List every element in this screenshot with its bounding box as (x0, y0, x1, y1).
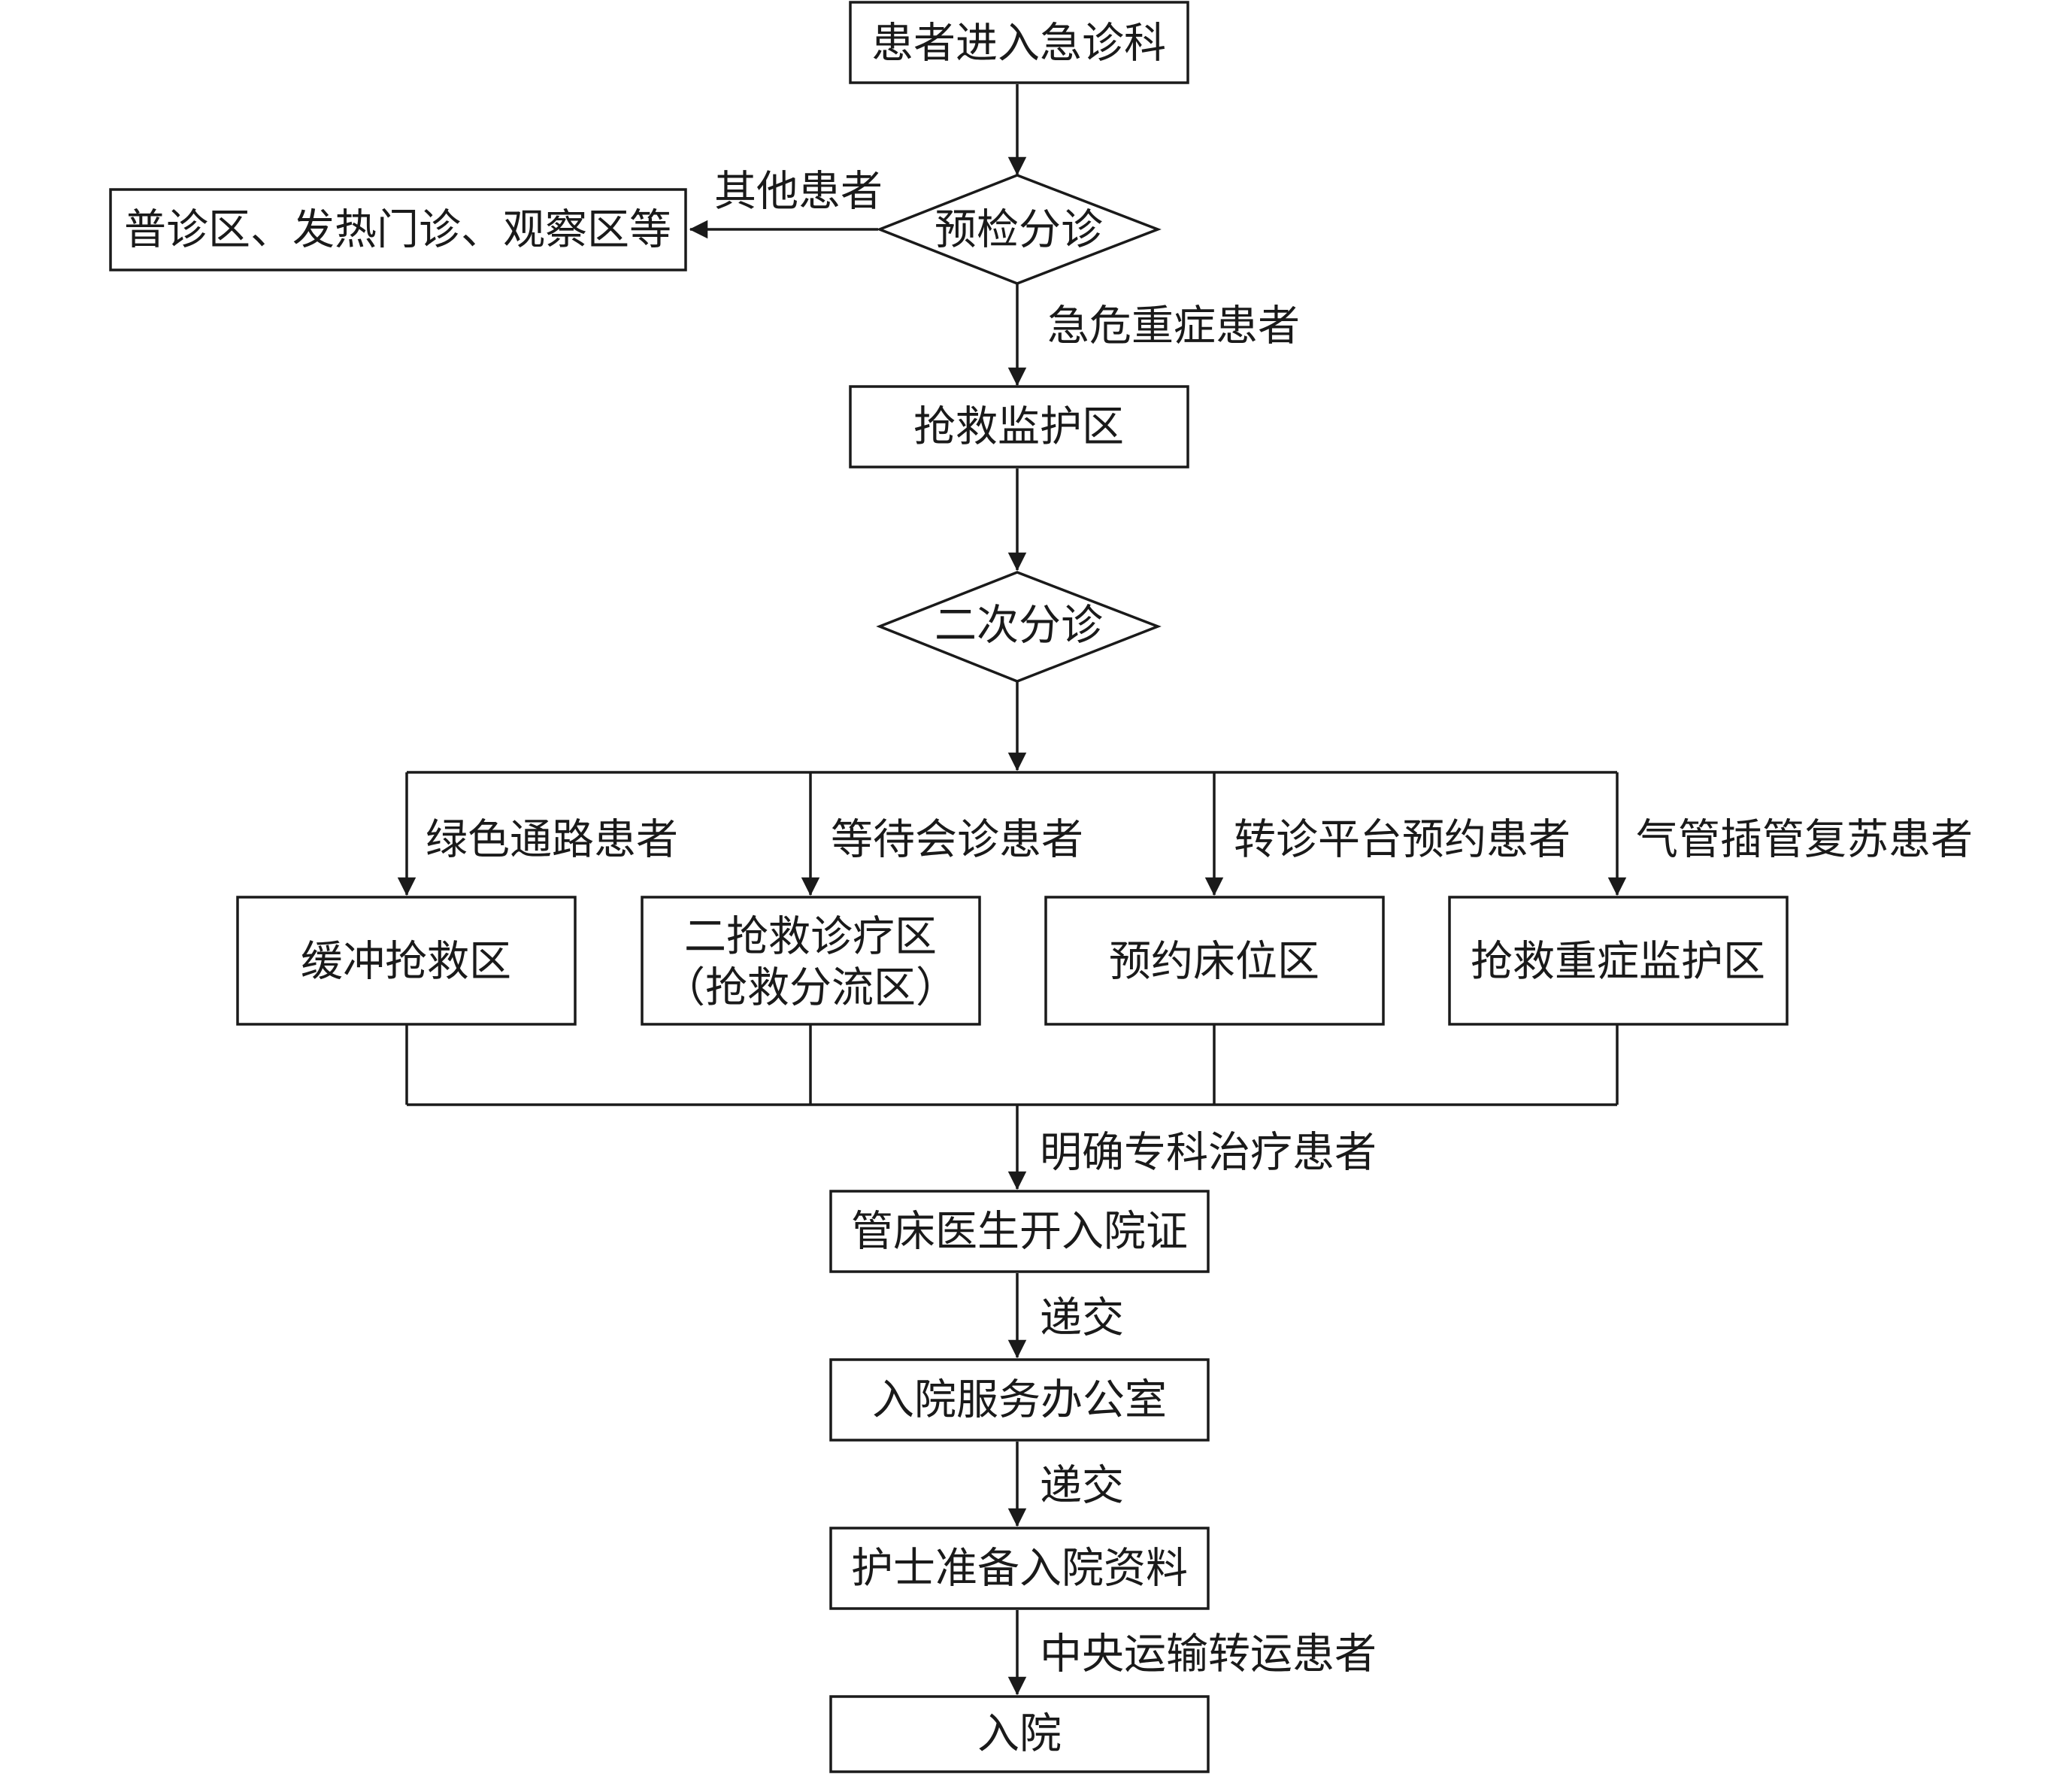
label-submit-1: 递交 (1040, 1294, 1124, 1343)
label-central-transport: 中央运输转运患者 (1040, 1630, 1377, 1679)
label-transfer-platform: 转诊平台预约患者 (1234, 816, 1571, 865)
label-green-channel: 绿色通路患者 (426, 816, 678, 865)
label-specialty-treatment: 明确专科治疗患者 (1040, 1129, 1377, 1178)
node-reserved-bed-label: 预约床位区 (1109, 938, 1319, 987)
node-enter-er: 患者进入急诊科 (849, 1, 1189, 84)
node-rescue-monitor: 抢救监护区 (849, 385, 1189, 469)
node-general-area: 普诊区、发热门诊、观察区等 (109, 188, 687, 271)
node-second-rescue: 二抢救诊疗区 （抢救分流区） (641, 896, 981, 1026)
node-reserved-bed: 预约床位区 (1044, 896, 1385, 1026)
node-admission-office: 入院服务办公室 (829, 1358, 1210, 1442)
node-general-area-label: 普诊区、发热门诊、观察区等 (124, 206, 671, 255)
node-second-rescue-label-line1: 二抢救诊疗区 (684, 913, 937, 962)
node-critical-care: 抢救重症监护区 (1448, 896, 1789, 1026)
node-buffer-rescue-label: 缓冲抢救区 (301, 938, 511, 987)
node-critical-care-label: 抢救重症监护区 (1471, 938, 1765, 987)
node-second-triage: 二次分诊 (876, 571, 1162, 683)
node-admitted-label: 入院 (977, 1710, 1062, 1759)
label-submit-2: 递交 (1040, 1462, 1124, 1511)
label-critical-patients: 急危重症患者 (1047, 302, 1300, 351)
node-pre-triage-label: 预检分诊 (935, 206, 1103, 255)
node-admission-cert-label: 管床医生开入院证 (851, 1208, 1188, 1257)
node-buffer-rescue: 缓冲抢救区 (236, 896, 577, 1026)
node-second-triage-label: 二次分诊 (935, 602, 1103, 650)
node-pre-triage: 预检分诊 (876, 174, 1162, 285)
node-admission-office-label: 入院服务办公室 (872, 1376, 1167, 1425)
label-intubation-resus: 气管插管复苏患者 (1636, 816, 1973, 865)
label-waiting-consult: 等待会诊患者 (831, 816, 1083, 865)
label-other-patients: 其他患者 (714, 168, 883, 217)
node-nurse-prepare-label: 护士准备入院资料 (851, 1545, 1188, 1594)
node-rescue-monitor-label: 抢救监护区 (913, 403, 1124, 452)
node-admitted: 入院 (829, 1695, 1210, 1773)
node-second-rescue-label-line2: （抢救分流区） (663, 964, 958, 1013)
node-admission-cert: 管床医生开入院证 (829, 1190, 1210, 1273)
node-nurse-prepare: 护士准备入院资料 (829, 1527, 1210, 1610)
node-enter-er-label: 患者进入急诊科 (871, 20, 1166, 68)
